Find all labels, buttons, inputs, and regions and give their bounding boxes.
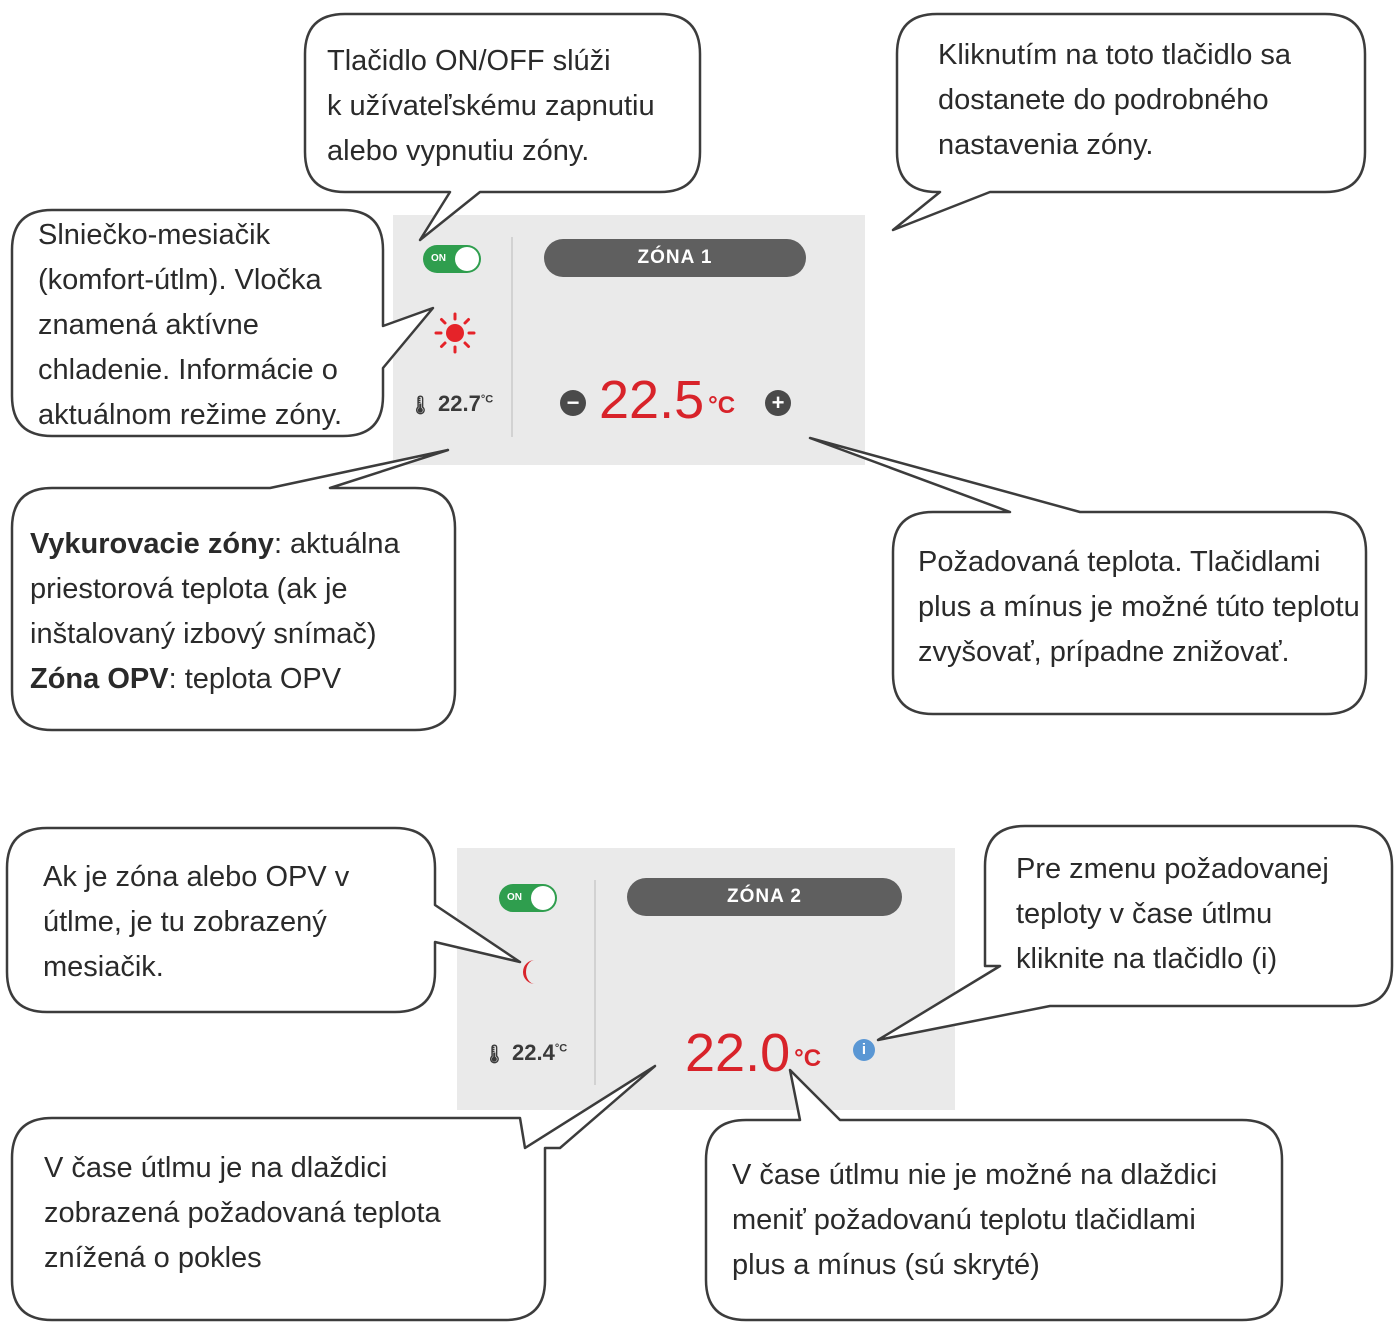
callout-onoff-text: Tlačidlo ON/OFF slúži k užívateľskému za…	[327, 39, 655, 174]
text-line: aktuálnom režime zóny.	[38, 399, 343, 431]
zone-2-name-button[interactable]: ZÓNA 2	[627, 878, 902, 916]
text-line: mesiačik.	[43, 951, 164, 983]
callout-hidden-text: V čase útlmu nie je možné na dlaždici me…	[732, 1153, 1217, 1288]
text-line: Kliknutím na toto tlačidlo sa	[938, 39, 1292, 71]
heading-heating-zones: Vykurovacie zóny	[30, 528, 274, 560]
callout-info-text: Pre zmenu požadovanej teploty v čase útl…	[1016, 847, 1329, 982]
text-line: teploty v čase útlmu	[1016, 898, 1273, 930]
increase-temp-button[interactable]: +	[765, 390, 791, 416]
current-temp-unit: °C	[480, 393, 494, 406]
toggle-knob	[455, 247, 479, 271]
text-line: k užívateľskému zapnutiu	[327, 90, 655, 122]
text-fragment: : teplota OPV	[168, 663, 342, 695]
set-temp-unit: °C	[708, 392, 736, 419]
current-temp-unit: °C	[554, 1042, 568, 1055]
text-line: nastavenia zóny.	[938, 129, 1154, 161]
text-line: znížená o pokles	[44, 1242, 262, 1274]
text-fragment: : aktuálna	[273, 528, 400, 560]
set-temp-value: 22.5	[599, 370, 705, 430]
text-line: inštalovaný izbový snímač)	[30, 618, 377, 650]
text-line: Zóna OPV: teplota OPV	[30, 657, 400, 702]
heading-opv-zone: Zóna OPV	[30, 663, 169, 695]
set-temperature: 22.5°C	[599, 373, 735, 427]
text-line: Pre zmenu požadovanej	[1016, 853, 1329, 885]
zone-1-name-button[interactable]: ZÓNA 1	[544, 239, 806, 277]
text-line: zvyšovať, prípadne znižovať.	[918, 636, 1290, 668]
toggle-knob	[531, 886, 555, 910]
set-temp-unit: °C	[794, 1045, 822, 1072]
text-line: zobrazená požadovaná teplota	[44, 1197, 441, 1229]
current-room-temperature: 🌡 22.7°C	[409, 391, 493, 417]
callout-setpoint-text: Požadovaná teplota. Tlačidlami plus a mí…	[918, 540, 1360, 675]
text-line: Slniečko-mesiačik	[38, 219, 271, 251]
zone-1-onoff-toggle[interactable]: ON	[423, 245, 481, 273]
text-line: Vykurovacie zóny: aktuálna	[30, 522, 400, 567]
toggle-on-label: ON	[507, 892, 522, 903]
zone-2-onoff-toggle[interactable]: ON	[499, 884, 557, 912]
text-line: Tlačidlo ON/OFF slúži	[327, 45, 611, 77]
text-line: V čase útlmu je na dlaždici	[44, 1152, 388, 1184]
callout-reduced-text: V čase útlmu je na dlaždici zobrazená po…	[44, 1146, 441, 1281]
text-line: kliknite na tlačidlo (i)	[1016, 943, 1278, 975]
text-line: chladenie. Informácie o	[38, 354, 338, 386]
toggle-on-label: ON	[431, 253, 446, 264]
callout-heating-text: Vykurovacie zóny: aktuálna priestorová t…	[30, 522, 400, 702]
set-temperature: 22.0°C	[685, 1026, 821, 1080]
zone-tile-2: ON 🌡 22.4°C ZÓNA 2 22.0°C i	[457, 848, 955, 1110]
text-line: V čase útlmu nie je možné na dlaždici	[732, 1159, 1218, 1191]
tile-divider	[511, 237, 513, 437]
text-line: meniť požadovanú teplotu tlačidlami	[732, 1204, 1196, 1236]
text-line: alebo vypnutiu zóny.	[327, 135, 590, 167]
current-room-temperature: 🌡 22.4°C	[483, 1040, 567, 1066]
text-line: (komfort-útlm). Vločka	[38, 264, 322, 296]
moon-icon	[523, 960, 535, 984]
set-temp-value: 22.0	[685, 1023, 791, 1083]
callout-detail-text: Kliknutím na toto tlačidlo sa dostanete …	[938, 33, 1291, 168]
callout-mode-text: Slniečko-mesiačik (komfort-útlm). Vločka…	[38, 213, 342, 438]
text-line: dostanete do podrobného	[938, 84, 1269, 116]
callout-moon-text: Ak je zóna alebo OPV v útlme, je tu zobr…	[43, 855, 349, 990]
current-temp-value: 22.4	[511, 1040, 555, 1065]
zone-tile-1: ON 🌡 22.7°C ZÓNA 1 − 22.5°C +	[393, 215, 865, 465]
text-line: Ak je zóna alebo OPV v	[43, 861, 350, 893]
info-button[interactable]: i	[853, 1039, 875, 1061]
current-temp-value: 22.7	[437, 391, 481, 416]
thermometer-icon: 🌡	[409, 395, 432, 415]
tile-divider	[594, 880, 596, 1085]
text-line: plus a mínus (sú skryté)	[732, 1249, 1040, 1281]
sun-icon	[434, 312, 476, 354]
decrease-temp-button[interactable]: −	[560, 390, 586, 416]
text-line: znamená aktívne	[38, 309, 259, 341]
text-line: priestorová teplota (ak je	[30, 573, 348, 605]
text-line: Požadovaná teplota. Tlačidlami	[918, 546, 1321, 578]
text-line: útlme, je tu zobrazený	[43, 906, 327, 938]
text-line: plus a mínus je možné túto teplotu	[918, 591, 1360, 623]
thermometer-icon: 🌡	[483, 1044, 506, 1064]
